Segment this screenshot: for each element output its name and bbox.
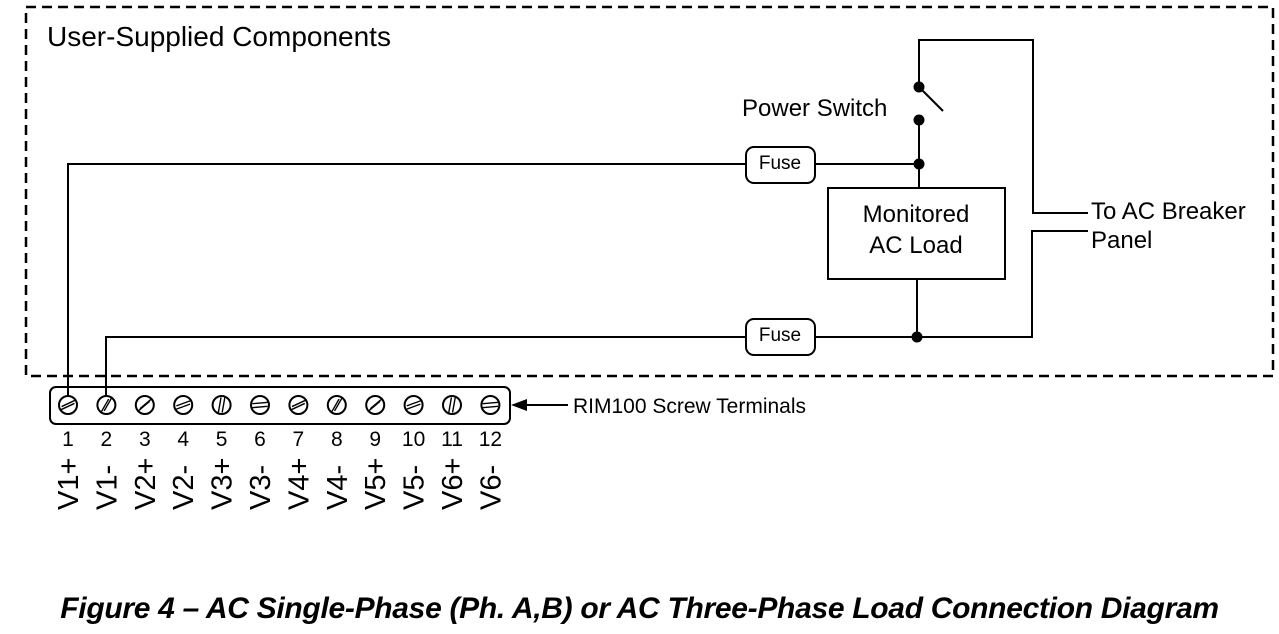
load-label-line2: AC Load: [869, 232, 962, 259]
breaker-label-line2: Panel: [1091, 227, 1152, 254]
wire-switch-to-breaker: [918, 39, 1088, 214]
terminal-5: 5V3+: [207, 395, 239, 510]
terminal-8: 8V4-: [322, 395, 354, 510]
switch-lever: [918, 86, 944, 112]
terminal-number: 4: [177, 428, 189, 451]
terminal-name: V6-: [475, 465, 507, 510]
screw-slot: [291, 399, 307, 408]
terminal-number: 11: [441, 428, 463, 451]
user-supplied-region-border: [24, 5, 1275, 378]
terminal-name: V1+: [53, 458, 85, 510]
screw-icon: [326, 395, 347, 415]
terminal-name: V4+: [283, 458, 315, 510]
screw-slot: [100, 398, 110, 414]
terminal-number: 2: [101, 428, 113, 451]
terminal-name: V1-: [91, 465, 123, 510]
terminal-name: V2+: [130, 458, 162, 510]
terminal-number: 10: [402, 428, 425, 451]
switch-contact-lower: [913, 114, 925, 126]
screw-slot: [61, 399, 77, 408]
screw-slot: [330, 398, 340, 414]
terminal-number: 3: [139, 428, 151, 451]
screw-slot: [406, 399, 423, 407]
screw-slot: [290, 402, 306, 411]
terminal-number: 1: [62, 428, 74, 451]
terminal-name: V4-: [322, 465, 354, 510]
screw-icon: [403, 395, 424, 415]
screw-slot: [405, 403, 421, 411]
terminal-number: 7: [293, 428, 305, 451]
screw-slot: [482, 401, 499, 405]
screw-slot: [451, 396, 457, 413]
terminal-name: V3+: [207, 458, 239, 510]
screw-icon: [288, 395, 309, 415]
terminal-3: 3V2+: [130, 395, 162, 510]
region-label: User-Supplied Components: [47, 21, 391, 52]
terminal-number: 6: [254, 428, 266, 451]
terminal-name: V2-: [168, 465, 200, 510]
fuse-bottom-label: Fuse: [759, 325, 801, 346]
breaker-label-line1: To AC Breaker: [1091, 198, 1246, 225]
terminal-name: V6+: [437, 458, 469, 510]
screw-icon: [173, 395, 194, 415]
screw-slot: [333, 396, 344, 412]
screw-icon: [96, 395, 117, 415]
screw-slot: [447, 397, 453, 414]
terminal-number: 8: [331, 428, 343, 451]
terminal-7: 7V4+: [283, 395, 315, 510]
terminal-name: V5-: [399, 465, 431, 510]
screw-slot: [221, 396, 226, 413]
screw-slot: [217, 397, 222, 414]
screw-slot: [174, 403, 191, 411]
wire-neutral-to-breaker: [815, 230, 1088, 338]
terminal-block-label: RIM100 Screw Terminals: [573, 395, 806, 418]
monitored-load-box: [827, 187, 1006, 280]
screw-slot: [136, 400, 151, 413]
terminal-2: 2V1-: [91, 395, 123, 510]
screw-icon: [480, 395, 501, 415]
screw-slot: [482, 405, 499, 409]
junction-dot-top: [913, 158, 925, 170]
wire-v1-minus: [105, 336, 746, 400]
screw-icon: [250, 395, 270, 415]
terminal-name: V3-: [245, 465, 277, 510]
load-label-line1: Monitored: [863, 201, 970, 228]
power-switch-label: Power Switch: [742, 95, 887, 122]
terminal-group: 1V1+2V1-3V2+4V2-5V3+6V3-7V4+8V4-9V5+10V5…: [53, 395, 507, 510]
terminal-4: 4V2-: [168, 395, 200, 510]
screw-slot: [59, 402, 75, 411]
fuse-top-label: Fuse: [759, 153, 801, 174]
screw-slot: [252, 401, 269, 405]
screw-slot: [251, 405, 268, 409]
wire-v1-plus: [67, 163, 746, 400]
terminal-1: 1V1+: [53, 395, 85, 510]
screw-slot: [103, 396, 113, 412]
screw-icon: [211, 395, 232, 415]
screw-icon: [442, 395, 462, 415]
terminal-number: 5: [216, 428, 228, 451]
screw-slot: [367, 400, 381, 413]
terminal-block: [49, 386, 511, 425]
figure-caption: Figure 4 – AC Single-Phase (Ph. A,B) or …: [60, 592, 1219, 625]
terminal-9: 9V5+: [360, 395, 392, 510]
terminal-number: 9: [369, 428, 381, 451]
terminal-number: 12: [479, 428, 502, 451]
screw-slot: [176, 399, 192, 407]
terminal-name: V5+: [360, 458, 392, 510]
terminal-6: 6V3-: [245, 395, 277, 510]
screw-icon: [58, 395, 78, 415]
terminal-arrow-head: [511, 399, 527, 411]
